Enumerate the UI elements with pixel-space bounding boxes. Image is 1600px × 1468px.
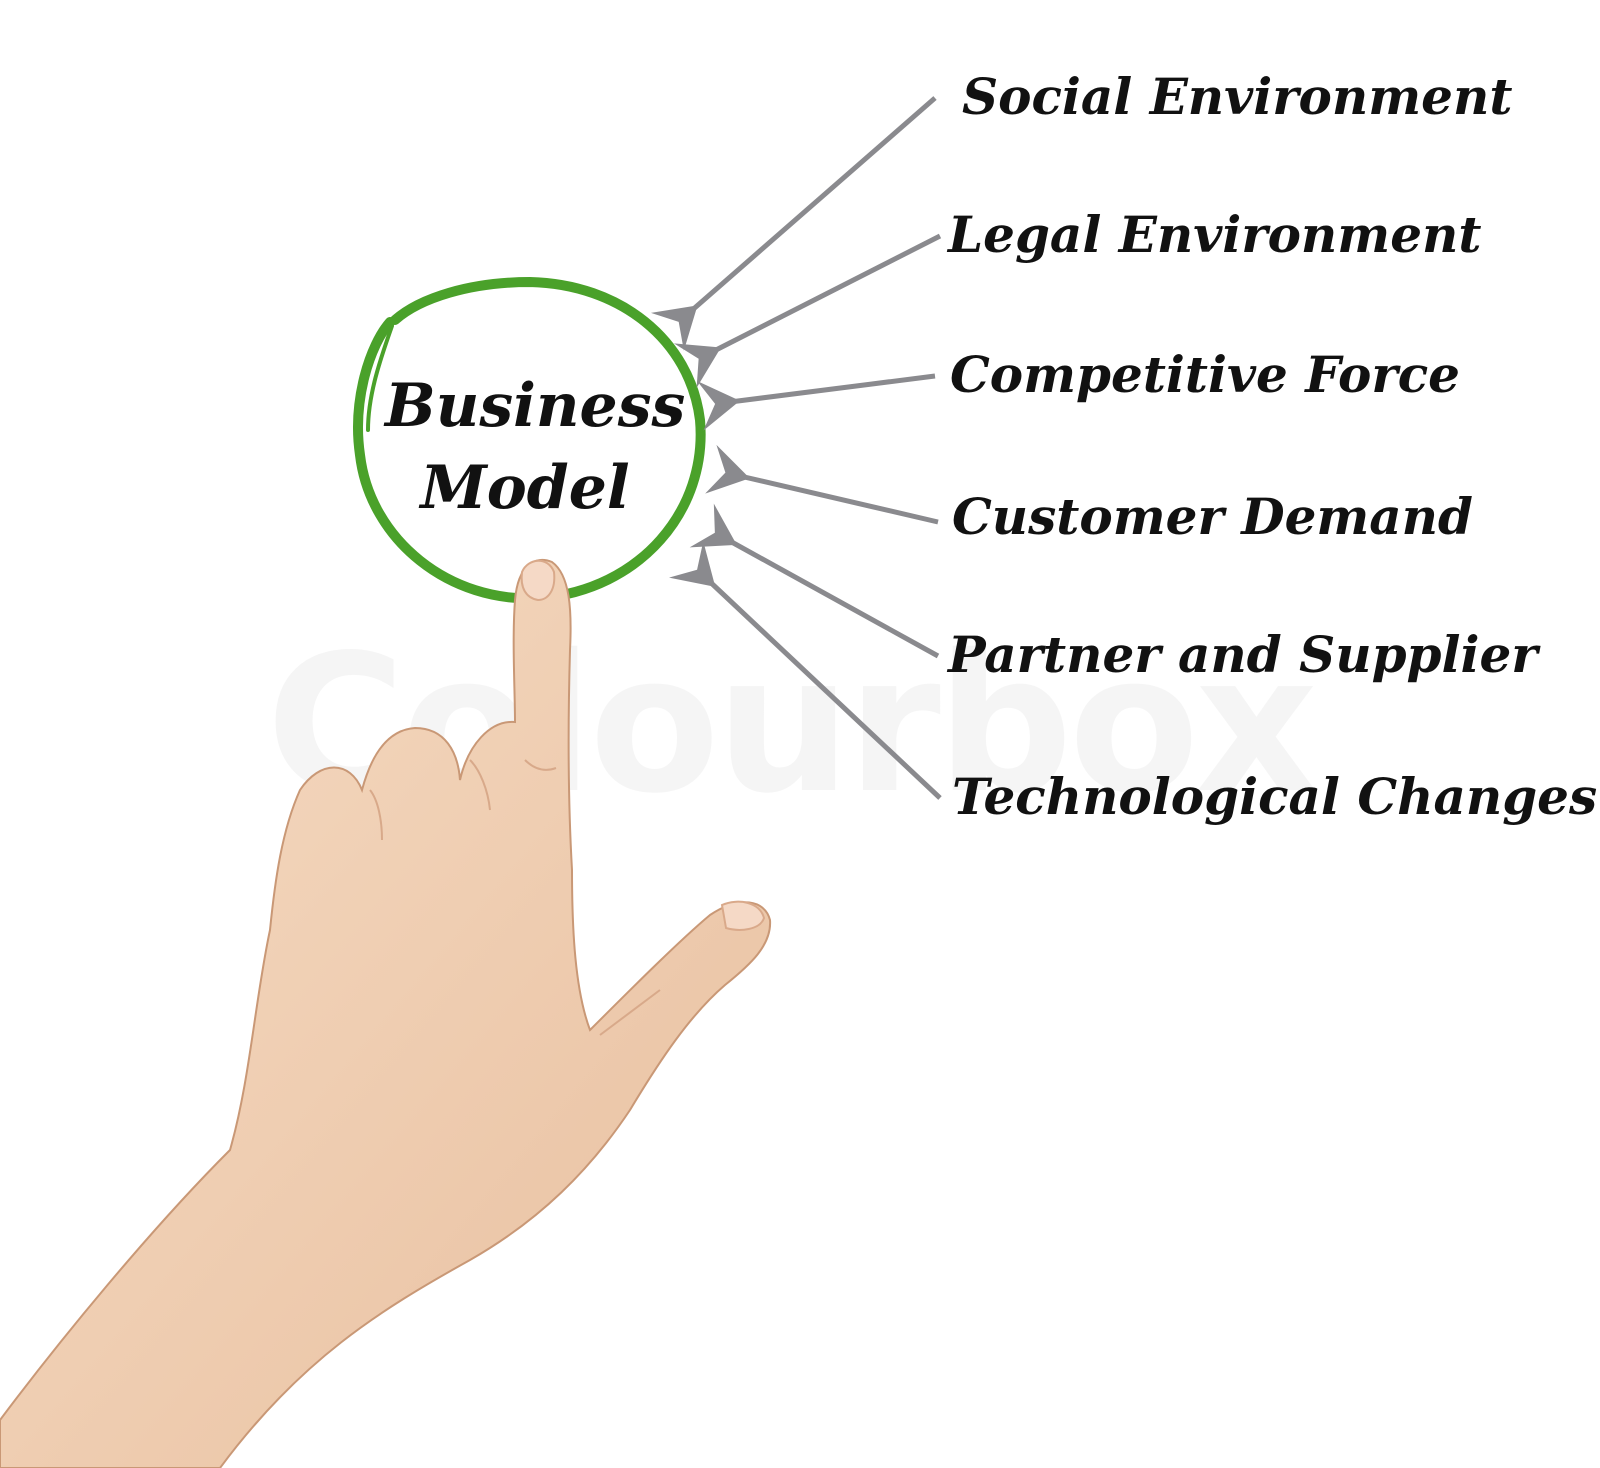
center-label-line1: Business	[385, 371, 686, 441]
center-circle	[353, 276, 706, 604]
pointing-hand-icon	[0, 558, 772, 1468]
arrow-competitive	[697, 373, 936, 431]
arrow-technological	[669, 541, 942, 800]
arrows	[650, 96, 942, 800]
factor-label-legal: Legal Environment	[948, 205, 1482, 264]
center-label-line2: Model	[420, 453, 630, 523]
arrow-partner	[689, 503, 940, 659]
arrow-legal	[673, 233, 942, 388]
factor-label-social: Social Environment	[962, 67, 1513, 126]
factor-label-technological: Technological Changes	[952, 767, 1598, 826]
factor-label-customer: Customer Demand	[952, 487, 1473, 546]
factor-label-partner: Partner and Supplier	[948, 625, 1538, 684]
center-label: Business Model	[385, 365, 686, 529]
arrow-social	[650, 96, 937, 351]
arrow-customer	[705, 444, 939, 525]
factor-label-competitive: Competitive Force	[950, 345, 1460, 404]
